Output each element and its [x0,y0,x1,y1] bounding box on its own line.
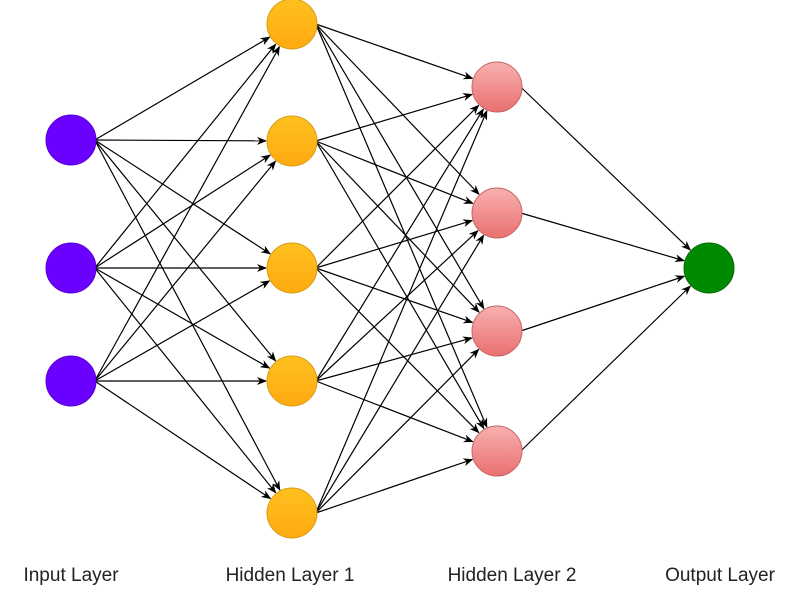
layer-label-hidden-2: Hidden Layer 2 [447,565,577,586]
connection-input-3-to-hidden-1-2 [94,160,277,382]
node-input-3 [45,355,97,407]
connection-hidden-1-4-to-hidden-2-2 [315,229,479,382]
connection-hidden-1-1-to-hidden-2-2 [315,23,480,195]
connection-hidden-2-3-to-output-1 [520,275,686,332]
connection-hidden-1-5-to-hidden-2-3 [315,348,480,514]
connection-hidden-2-4-to-output-1 [520,285,692,452]
connection-hidden-1-3-to-hidden-2-2 [315,219,474,269]
connection-input-3-to-hidden-1-1 [94,45,280,382]
connection-input-2-to-hidden-1-4 [94,267,271,369]
connection-hidden-1-3-to-hidden-2-1 [315,104,480,269]
connection-input-1-to-hidden-1-5 [94,139,281,491]
layer-label-input: Input Layer [23,565,119,586]
connection-hidden-1-2-to-hidden-2-4 [315,140,485,430]
connection-hidden-1-2-to-hidden-2-1 [315,93,474,142]
connections [94,23,692,514]
connection-hidden-1-4-to-hidden-2-1 [315,108,484,382]
connection-hidden-1-1-to-hidden-2-4 [315,23,488,428]
connection-hidden-2-1-to-output-1 [520,86,691,251]
connection-input-1-to-hidden-1-4 [94,139,277,362]
connection-hidden-1-3-to-hidden-2-4 [315,267,480,434]
connection-hidden-1-5-to-hidden-2-2 [315,234,485,514]
nodes [45,0,735,539]
connection-hidden-1-4-to-hidden-2-4 [315,380,474,443]
connection-hidden-1-1-to-hidden-2-3 [315,23,485,310]
connection-hidden-1-3-to-hidden-2-3 [315,267,474,324]
connection-hidden-1-5-to-hidden-2-4 [315,458,474,514]
connection-input-2-to-hidden-1-1 [94,43,277,269]
layer-label-output: Output Layer [665,565,775,586]
layer-label-hidden-1: Hidden Layer 1 [225,565,355,586]
connection-hidden-1-2-to-hidden-2-2 [315,140,474,204]
connection-input-2-to-hidden-1-5 [94,267,277,494]
connection-input-1-to-hidden-1-3 [94,139,272,255]
connection-hidden-2-2-to-output-1 [520,212,686,263]
connection-hidden-1-5-to-hidden-2-1 [315,110,488,514]
node-hidden-1-1 [266,0,318,50]
node-hidden-1-2 [266,115,318,167]
node-hidden-2-3 [471,305,523,357]
node-hidden-2-4 [471,425,523,477]
node-hidden-1-3 [266,242,318,294]
connection-input-3-to-hidden-1-3 [94,280,271,382]
connection-hidden-1-1-to-hidden-2-1 [315,23,474,80]
node-input-1 [45,114,97,166]
connection-input-2-to-hidden-1-2 [94,154,271,269]
connection-hidden-1-2-to-hidden-2-3 [315,140,480,313]
node-input-2 [45,242,97,294]
connection-input-1-to-hidden-1-2 [94,136,268,145]
node-hidden-2-1 [471,61,523,113]
node-hidden-1-5 [266,487,318,539]
node-hidden-1-4 [266,355,318,407]
connection-input-3-to-hidden-1-5 [94,380,272,500]
connection-input-1-to-hidden-1-1 [94,36,271,141]
node-hidden-2-2 [471,187,523,239]
connection-hidden-1-4-to-hidden-2-3 [315,336,473,382]
node-output-1 [683,242,735,294]
